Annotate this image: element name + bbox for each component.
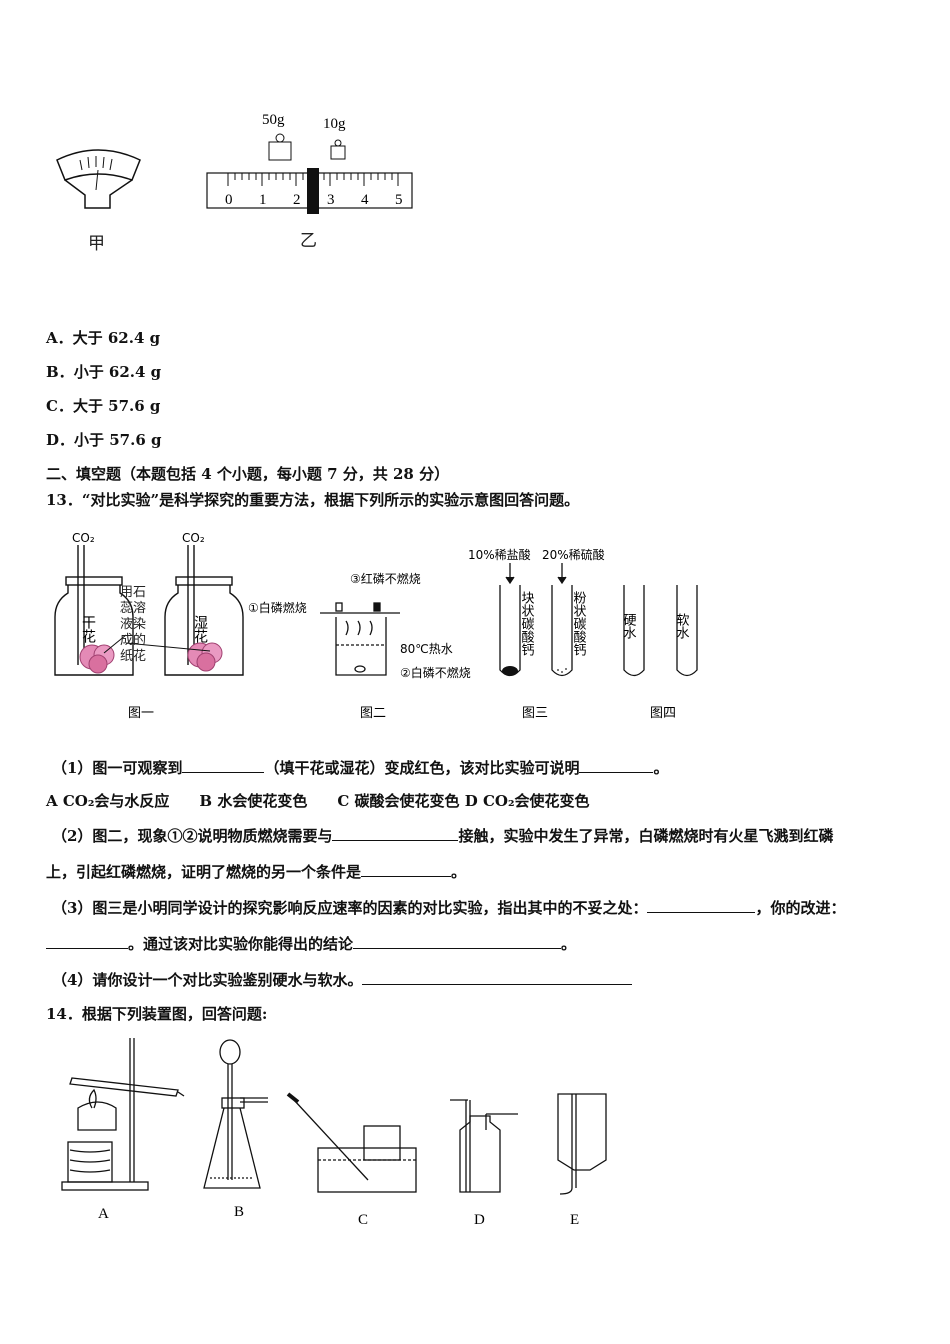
q13-part2: （2）图二，现象①②说明物质燃烧需要与接触，实验中发生了异常，白磷燃烧时有火星飞… [52,826,834,845]
answer-blank[interactable] [647,898,756,913]
svg-text:软水: 软水 [674,613,690,639]
fig3-caption: 图三 [522,706,548,721]
svg-text:10%稀盐酸: 10%稀盐酸 [468,547,531,562]
answer-blank[interactable] [46,934,128,949]
fig4-caption: 图四 [650,706,676,721]
q13-part3: （3）图三是小明同学设计的探究影响反应速率的因素的对比实验，指出其中的不妥之处：… [52,898,846,917]
svg-text:4: 4 [361,192,369,208]
q13-part2-cont: 上，引起红磷燃烧，证明了燃烧的另一个条件是。 [46,862,467,881]
q13-part3-cont: 。通过该对比实验你能得出的结论。 [46,933,576,954]
option-b: B．小于 62.4 g [46,363,162,381]
answer-blank[interactable] [182,758,265,773]
flower-icon [79,644,115,674]
figure-top-balance: 0 1 2 3 4 5 50g 10g [56,112,413,214]
rider-slider [307,168,319,214]
svg-text:5: 5 [395,192,403,208]
svg-text:80℃热水: 80℃热水 [400,642,453,656]
q14-apparatus: A B C D E [61,1038,607,1228]
svg-text:硬水: 硬水 [621,613,637,639]
test-tube-icon [499,563,573,677]
apparatus-b-icon [203,1039,268,1189]
weight-10g-icon [330,139,346,160]
label-jia: 甲 [88,234,105,254]
q13-part1-options: A CO₂会与水反应 B 水会使花变色 C 碳酸会使花变色 D CO₂会使花变色 [46,792,590,810]
fig2-caption: 图二 [360,706,386,721]
svg-text:粉状碳酸钙: 粉状碳酸钙 [571,591,587,656]
svg-text:2: 2 [293,192,301,208]
beaker-icon [320,602,400,676]
option-a: A．大于 62.4 g [46,329,161,347]
svg-text:②白磷不燃烧: ②白磷不燃烧 [400,665,471,680]
svg-text:块状碳酸钙: 块状碳酸钙 [519,591,535,656]
svg-text:CO₂: CO₂ [72,531,95,545]
apparatus-e-icon [557,1093,607,1195]
q13-part1: （1）图一可观察到（填干花或湿花）变成红色，该对比实验可说明。 [52,758,669,777]
svg-text:A: A [98,1206,109,1222]
svg-text:B: B [234,1204,244,1220]
q13-part4: （4）请你设计一个对比实验鉴别硬水与软水。 [52,969,633,990]
apparatus-a-icon [61,1038,185,1191]
fig1-note: 用石蕊溶液染成的纸花 [120,585,147,664]
svg-text:0: 0 [225,192,233,208]
svg-text:CO₂: CO₂ [182,531,205,545]
section-title: 二、填空题（本题包括 4 个小题，每小题 7 分，共 28 分） [46,465,450,483]
apparatus-d-icon [450,1099,518,1193]
answer-blank[interactable] [361,862,452,877]
option-d: D．小于 57.6 g [46,431,162,449]
svg-text:干花: 干花 [80,615,96,644]
answer-blank[interactable] [332,826,459,841]
q13-figures: CO₂ CO₂ 干花 湿花 图一 ①白磷燃烧 ③红磷不燃烧 80℃热水 ②白磷不… [54,531,698,721]
jar-wet-icon [164,545,244,676]
weight-50g-label: 50g [262,112,285,128]
label-yi: 乙 [300,231,317,251]
answer-blank[interactable] [362,970,633,985]
svg-text:20%稀硫酸: 20%稀硫酸 [542,547,605,562]
option-c: C．大于 57.6 g [46,397,161,415]
weight-50g-icon [268,133,292,161]
test-tube-icon [623,585,698,677]
svg-text:D: D [474,1212,485,1228]
fig1-caption: 图一 [128,706,154,721]
svg-text:①白磷燃烧: ①白磷燃烧 [248,600,307,615]
svg-text:1: 1 [259,192,267,208]
svg-text:E: E [570,1212,579,1228]
q14-stem: 14．根据下列装置图，回答问题: [46,1005,268,1023]
apparatus-c-icon [286,1092,417,1193]
spring-scale-icon [56,149,141,209]
beam-ruler: 0 1 2 3 4 5 [206,168,413,214]
svg-text:③红磷不燃烧: ③红磷不燃烧 [350,571,421,586]
svg-text:3: 3 [327,192,335,208]
jar-dry-icon [54,545,134,676]
svg-text:湿花: 湿花 [192,615,208,644]
answer-blank[interactable] [579,758,654,773]
svg-text:C: C [358,1212,368,1228]
answer-blank[interactable] [353,934,562,949]
weight-10g-label: 10g [323,116,346,132]
q13-stem: 13．“对比实验”是科学探究的重要方法，根据下列所示的实验示意图回答问题。 [46,491,580,509]
flower-icon [187,642,223,672]
